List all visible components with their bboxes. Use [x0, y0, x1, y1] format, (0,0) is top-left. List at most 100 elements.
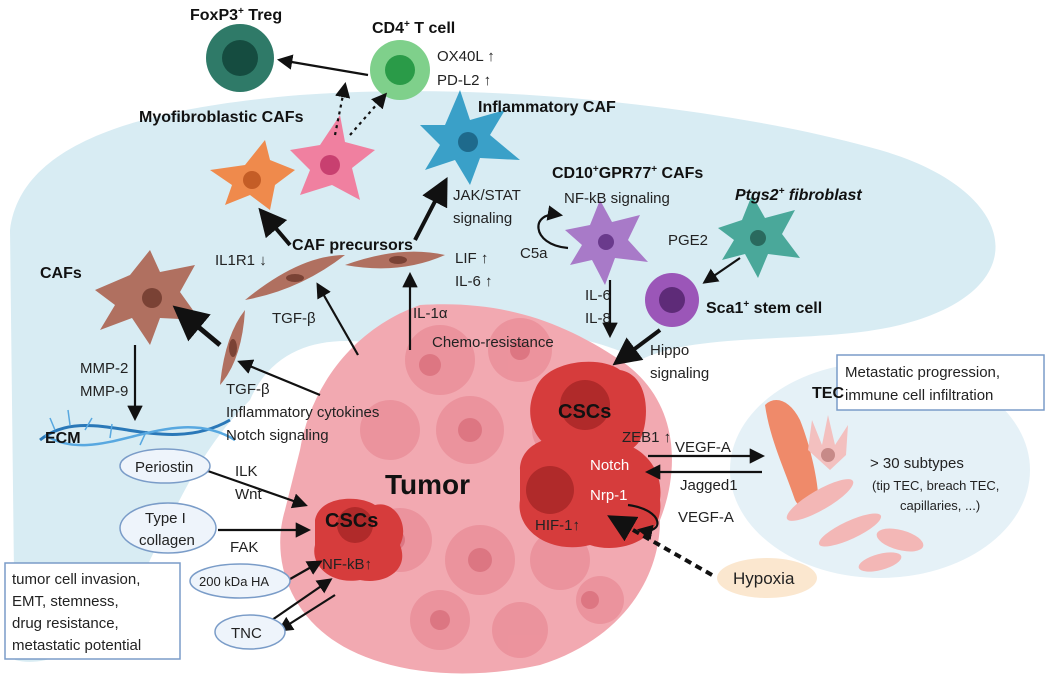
tgfb1-label: TGF-β	[272, 310, 316, 327]
jak-label: JAK/STAT	[453, 187, 521, 204]
nfkb-signaling-label: NF-kB signaling	[564, 190, 670, 207]
il6-label: IL-6 ↑	[455, 273, 493, 290]
meta-line2: immune cell infiltration	[845, 387, 993, 404]
tumor-label: Tumor	[385, 469, 470, 500]
capillary-cells-icon	[786, 479, 924, 572]
myo-caf-pink-icon	[290, 115, 375, 200]
arrow-pink-to-cd4-2	[349, 92, 388, 136]
hypoxia-label: Hypoxia	[733, 569, 795, 588]
il1r1-label: IL1R1 ↓	[215, 252, 267, 269]
periostin-label: Periostin	[135, 459, 193, 476]
arrow-c5a-loop	[537, 205, 569, 250]
box-line2: EMT, stemness,	[12, 593, 119, 610]
cafs-label: CAFs	[40, 265, 82, 282]
box-line1: tumor cell invasion,	[12, 571, 140, 588]
arrow-sca1-to-csc	[612, 328, 662, 366]
arrow-csc-to-tnc	[277, 594, 336, 632]
c5a-label: C5a	[520, 245, 548, 262]
caf-precursor-2-icon	[345, 251, 445, 269]
ox40l-label: OX40L ↑	[437, 48, 495, 65]
subtypes-line1: (tip TEC, breach TEC,	[872, 478, 999, 493]
inflammatory-caf-icon	[420, 90, 520, 185]
sca1-stem-cell-icon	[645, 273, 699, 327]
notch-signaling-label: Notch signaling	[226, 427, 329, 444]
arrow-ptgs2-to-sca1	[702, 257, 741, 284]
wnt-label: Wnt	[235, 486, 263, 503]
hippo-signaling-label: signaling	[650, 365, 709, 382]
caf-brown-icon	[95, 250, 200, 345]
tec-cell-icon	[765, 400, 819, 510]
arrow-periostin-to-csc	[204, 468, 308, 509]
nrp-label: Nrp-1	[590, 487, 628, 504]
csc-cluster-left	[314, 498, 404, 581]
jagged-label: Jagged1	[680, 477, 738, 494]
hypoxia-node	[717, 558, 817, 598]
pge2-label: PGE2	[668, 232, 708, 249]
ptgs2-fibroblast-icon	[718, 195, 800, 278]
collagen-node	[119, 502, 217, 554]
arrow-precursor-to-myo	[258, 207, 292, 247]
meta-line1: Metastatic progression,	[845, 364, 1000, 381]
caf-precursors-label: CAF precursors	[292, 237, 413, 254]
cd10-cafs-label: CD10+GPR77+ CAFs	[552, 164, 703, 182]
vegfa-label-2: VEGF-A	[678, 509, 734, 526]
csc-left-label: CSCs	[325, 510, 378, 532]
treg-cell-icon	[206, 24, 274, 92]
cd10-caf-icon	[565, 200, 648, 285]
chemo-label: Chemo-resistance	[432, 334, 554, 351]
ptgs2-label: Ptgs2+ fibroblast	[735, 186, 862, 204]
ecm-fiber-icon	[39, 409, 236, 447]
lif-label: LIF ↑	[455, 250, 488, 267]
tgfb2-label: TGF-β	[226, 381, 270, 398]
arrow-vegfa-loop	[627, 503, 659, 540]
invasion-box	[4, 562, 181, 660]
il6b-label: IL-6	[585, 287, 611, 304]
mmp2-label: MMP-2	[80, 360, 128, 377]
arrow-precursor-to-inflam	[413, 177, 448, 241]
arrow-precursor-to-caf	[172, 305, 222, 347]
arrow-cd4-to-treg	[276, 54, 369, 77]
myo-cafs-label: Myofibroblastic CAFs	[139, 109, 304, 126]
arrows	[127, 54, 766, 632]
collagen-label: collagen	[139, 532, 195, 549]
zeb1-label: ZEB1 ↑	[622, 429, 671, 446]
pdl2-label: PD-L2 ↑	[437, 72, 491, 89]
box-line3: drug resistance,	[12, 615, 119, 632]
hippo-label: Hippo	[650, 342, 689, 359]
subtypes-line2: capillaries, ...)	[900, 498, 980, 513]
ha-label: 200 kDa HA	[199, 574, 269, 589]
tec-label: TEC	[812, 385, 844, 402]
fak-label: FAK	[230, 539, 258, 556]
csc-top-label: CSCs	[558, 401, 611, 423]
notch-label: Notch	[590, 457, 629, 474]
cd4-label: CD4+ T cell	[372, 19, 455, 37]
ha-node	[189, 563, 291, 599]
inflam-cytokines-label: Inflammatory cytokines	[226, 404, 379, 421]
ecm-label: ECM	[45, 430, 81, 447]
hif-label: HIF-1↑	[535, 517, 580, 534]
inflam-caf-label: Inflammatory CAF	[478, 99, 616, 116]
tnc-node	[214, 614, 286, 650]
tnc-label: TNC	[231, 625, 262, 642]
arrow-pink-to-cd4	[333, 81, 351, 136]
arrow-tumor-tgfb	[316, 282, 359, 356]
caf-precursor-3-icon	[220, 310, 245, 385]
vegfa-label-1: VEGF-A	[675, 439, 731, 456]
cd4-tcell-icon	[370, 40, 430, 100]
tip-tec-icon	[808, 415, 848, 470]
il1a-label: IL-1α	[413, 305, 448, 322]
caf-precursor-1-icon	[245, 255, 345, 300]
metastatic-box	[836, 354, 1045, 411]
csc-cluster-top	[530, 361, 646, 459]
jak-signaling-label: signaling	[453, 210, 512, 227]
treg-label: FoxP3+ Treg	[190, 6, 282, 24]
box-line4: metastatic potential	[12, 637, 141, 654]
type1-label: Type I	[145, 510, 186, 527]
mmp9-label: MMP-9	[80, 383, 128, 400]
arrow-tumor-inflam	[237, 359, 321, 397]
ilk-label: ILK	[235, 463, 258, 480]
periostin-node	[119, 448, 211, 484]
subtypes-label: > 30 subtypes	[870, 455, 964, 472]
arrow-tnc-to-csc	[271, 578, 333, 621]
